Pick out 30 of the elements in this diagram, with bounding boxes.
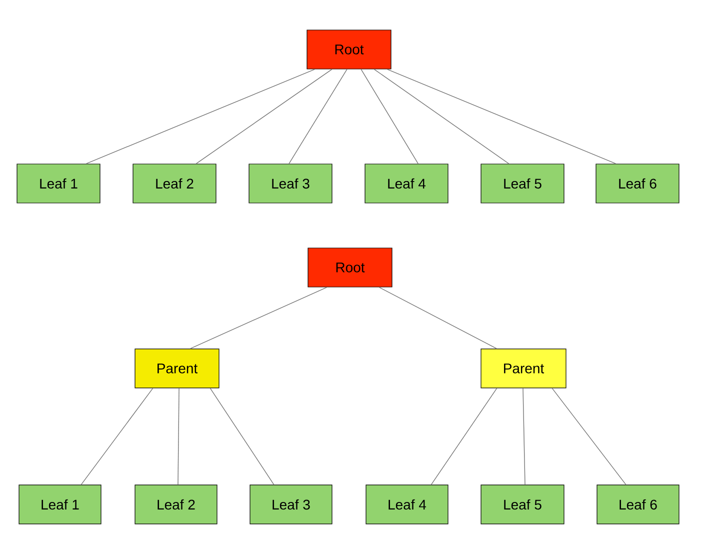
leaf-box: Leaf 1 [16,164,100,204]
leaf-box: Leaf 2 [134,484,218,524]
connector-line [196,68,332,164]
leaf-box: Leaf 3 [248,164,332,204]
leaf-box: Leaf 5 [480,484,564,524]
root-box: Root [308,248,392,288]
connector-line [430,388,498,486]
connector-line [386,68,616,164]
connector-line [378,286,498,350]
leaf-box: Leaf 1 [18,484,102,524]
leaf-box: Leaf 4 [366,484,448,524]
connector-line [86,68,316,164]
connector-line [360,68,418,164]
connector-line [288,68,348,164]
leaf-box: Leaf 6 [596,164,680,204]
leaf-box: Leaf 6 [596,484,680,524]
root-box: Root [306,30,392,70]
connector-line [190,286,328,350]
connector-line [178,388,180,486]
leaf-box: Leaf 5 [480,164,564,204]
connector-line [552,388,626,486]
connector-line [210,388,274,486]
connector-line [522,388,526,486]
leaf-box: Leaf 2 [132,164,216,204]
connector-line [374,68,510,164]
parent-box: Parent [134,348,220,388]
connector-line [80,388,154,486]
parent-box: Parent [480,348,566,388]
leaf-box: Leaf 4 [364,164,448,204]
leaf-box: Leaf 3 [250,484,332,524]
